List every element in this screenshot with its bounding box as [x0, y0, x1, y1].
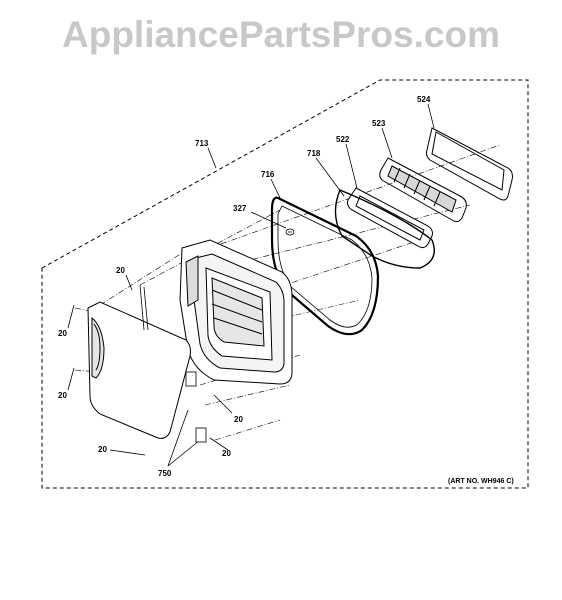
callout-713: 713 [195, 139, 209, 148]
art-number: (ART NO. WH946 C) [448, 478, 514, 485]
callout-523: 523 [372, 119, 386, 128]
callout-20-left-lower: 20 [58, 391, 67, 400]
callout-750: 750 [158, 469, 172, 478]
watermark-logo: AppliancePartsPros.com [62, 14, 500, 55]
callout-716: 716 [261, 170, 275, 179]
callout-327: 327 [233, 204, 247, 213]
callout-718: 718 [307, 149, 321, 158]
door-gasket-716 [270, 196, 380, 336]
assembly-boundary [41, 79, 529, 489]
lint-filter-523 [379, 157, 467, 223]
callout-522: 522 [336, 135, 350, 144]
outer-door-panel [87, 301, 191, 439]
callout-labels: 713 716 718 327 522 523 524 20 20 20 20 … [58, 95, 431, 478]
callout-20-left-upper: 20 [58, 329, 67, 338]
screw-327 [285, 228, 295, 236]
leader-lines [67, 103, 435, 467]
hinge-brackets [139, 284, 207, 443]
inner-door-panel-713 [179, 239, 293, 385]
callout-20-right-upper: 20 [234, 415, 243, 424]
callout-20-bottom: 20 [98, 445, 107, 454]
callout-20-top: 20 [116, 266, 125, 275]
gasket-524 [425, 127, 513, 201]
callout-20-right-lower: 20 [222, 449, 231, 458]
callout-524: 524 [417, 95, 431, 104]
